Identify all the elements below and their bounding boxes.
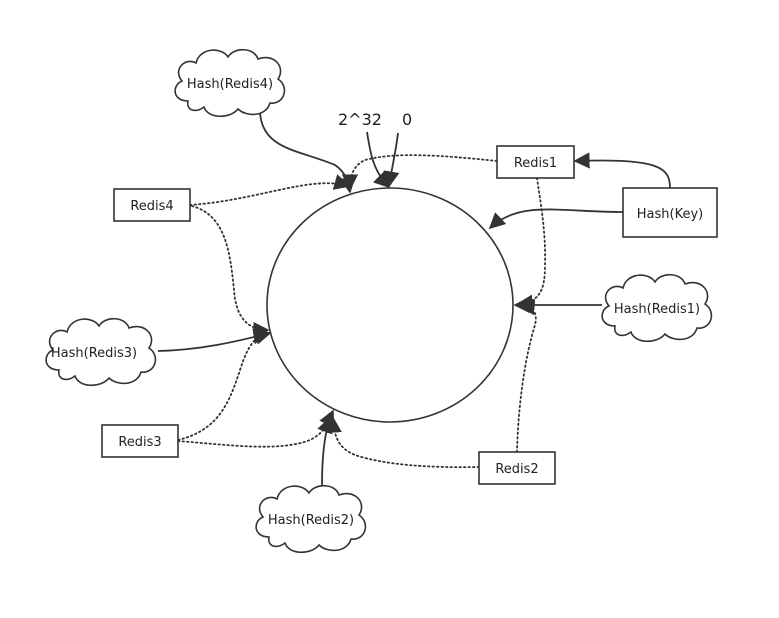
hash-redis2-cloud: Hash(Redis2) [255,484,367,554]
redis3-label: Redis3 [118,435,161,450]
dotted-redis3-to-ring-bottom [177,416,333,448]
hash-redis4-label: Hash(Redis4) [187,77,273,92]
redis2-label: Redis2 [495,462,538,477]
dotted-redis4-to-ring-left [191,205,270,339]
redis4-label: Redis4 [130,199,173,214]
redis4-node: Redis4 [113,188,191,222]
hash-redis3-cloud: Hash(Redis3) [45,317,157,387]
hash-redis3-label: Hash(Redis3) [51,346,137,361]
hash-key-node: Hash(Key) [622,187,718,238]
dotted-redis3-to-ring-left [177,328,270,441]
dotted-redis2-to-ring-bottom [325,416,480,469]
arrow-hash-redis3 [157,328,272,352]
arrow-zero [383,132,400,188]
hash-redis2-label: Hash(Redis2) [268,513,354,528]
label-zero: 0 [402,110,412,129]
arrow-hash-redis2 [319,409,335,486]
redis1-node: Redis1 [496,145,575,179]
arrow-hash-key-to-ring [488,208,624,230]
redis2-node: Redis2 [478,451,556,485]
hash-redis4-cloud: Hash(Redis4) [174,48,286,118]
redis1-label: Redis1 [514,156,557,171]
dotted-redis1-to-ring-right [516,177,546,311]
arrow-hash-redis4 [259,111,356,194]
dotted-redis4-to-ring-top [189,174,351,206]
hash-key-label: Hash(Key) [637,207,703,222]
hash-redis1-cloud: Hash(Redis1) [601,273,713,343]
hash-ring [266,187,514,423]
dotted-redis2-to-ring [516,299,537,453]
hash-redis1-label: Hash(Redis1) [614,302,700,317]
label-2-pow-32: 2^32 [338,110,382,129]
redis3-node: Redis3 [101,424,179,458]
arrow-hash-key-to-redis1 [573,152,671,189]
